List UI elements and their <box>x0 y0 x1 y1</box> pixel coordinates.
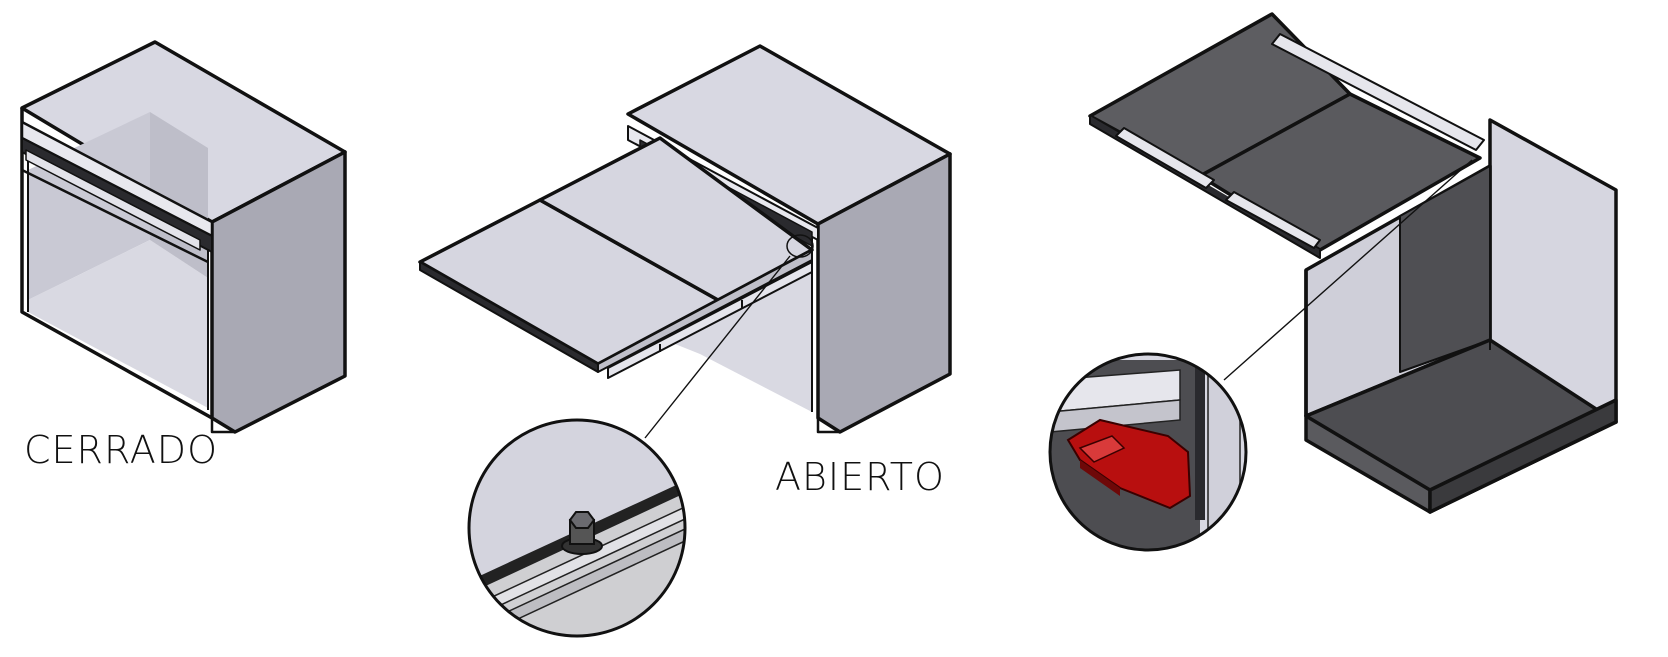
label-closed: CERRADO <box>24 428 218 472</box>
cabinet-closed <box>20 40 347 434</box>
leader-line-underside <box>1223 159 1473 381</box>
shelf-dark-rail <box>1271 33 1485 151</box>
cabinet-closed-front-frame <box>20 108 213 420</box>
detail-view-screw <box>467 418 687 638</box>
cabinet-open-interior <box>640 264 812 412</box>
cabinet-underside <box>1088 12 1618 514</box>
cabinet-closed-side <box>210 150 347 434</box>
leader-line-open <box>644 255 791 439</box>
detail-view-latch <box>1048 352 1248 552</box>
cabinet-closed-floor <box>28 240 208 408</box>
detail-marker-open <box>786 234 814 258</box>
cabinet-open-side <box>816 152 952 434</box>
label-open: ABIERTO <box>775 455 945 499</box>
cabinet-open <box>418 44 952 439</box>
